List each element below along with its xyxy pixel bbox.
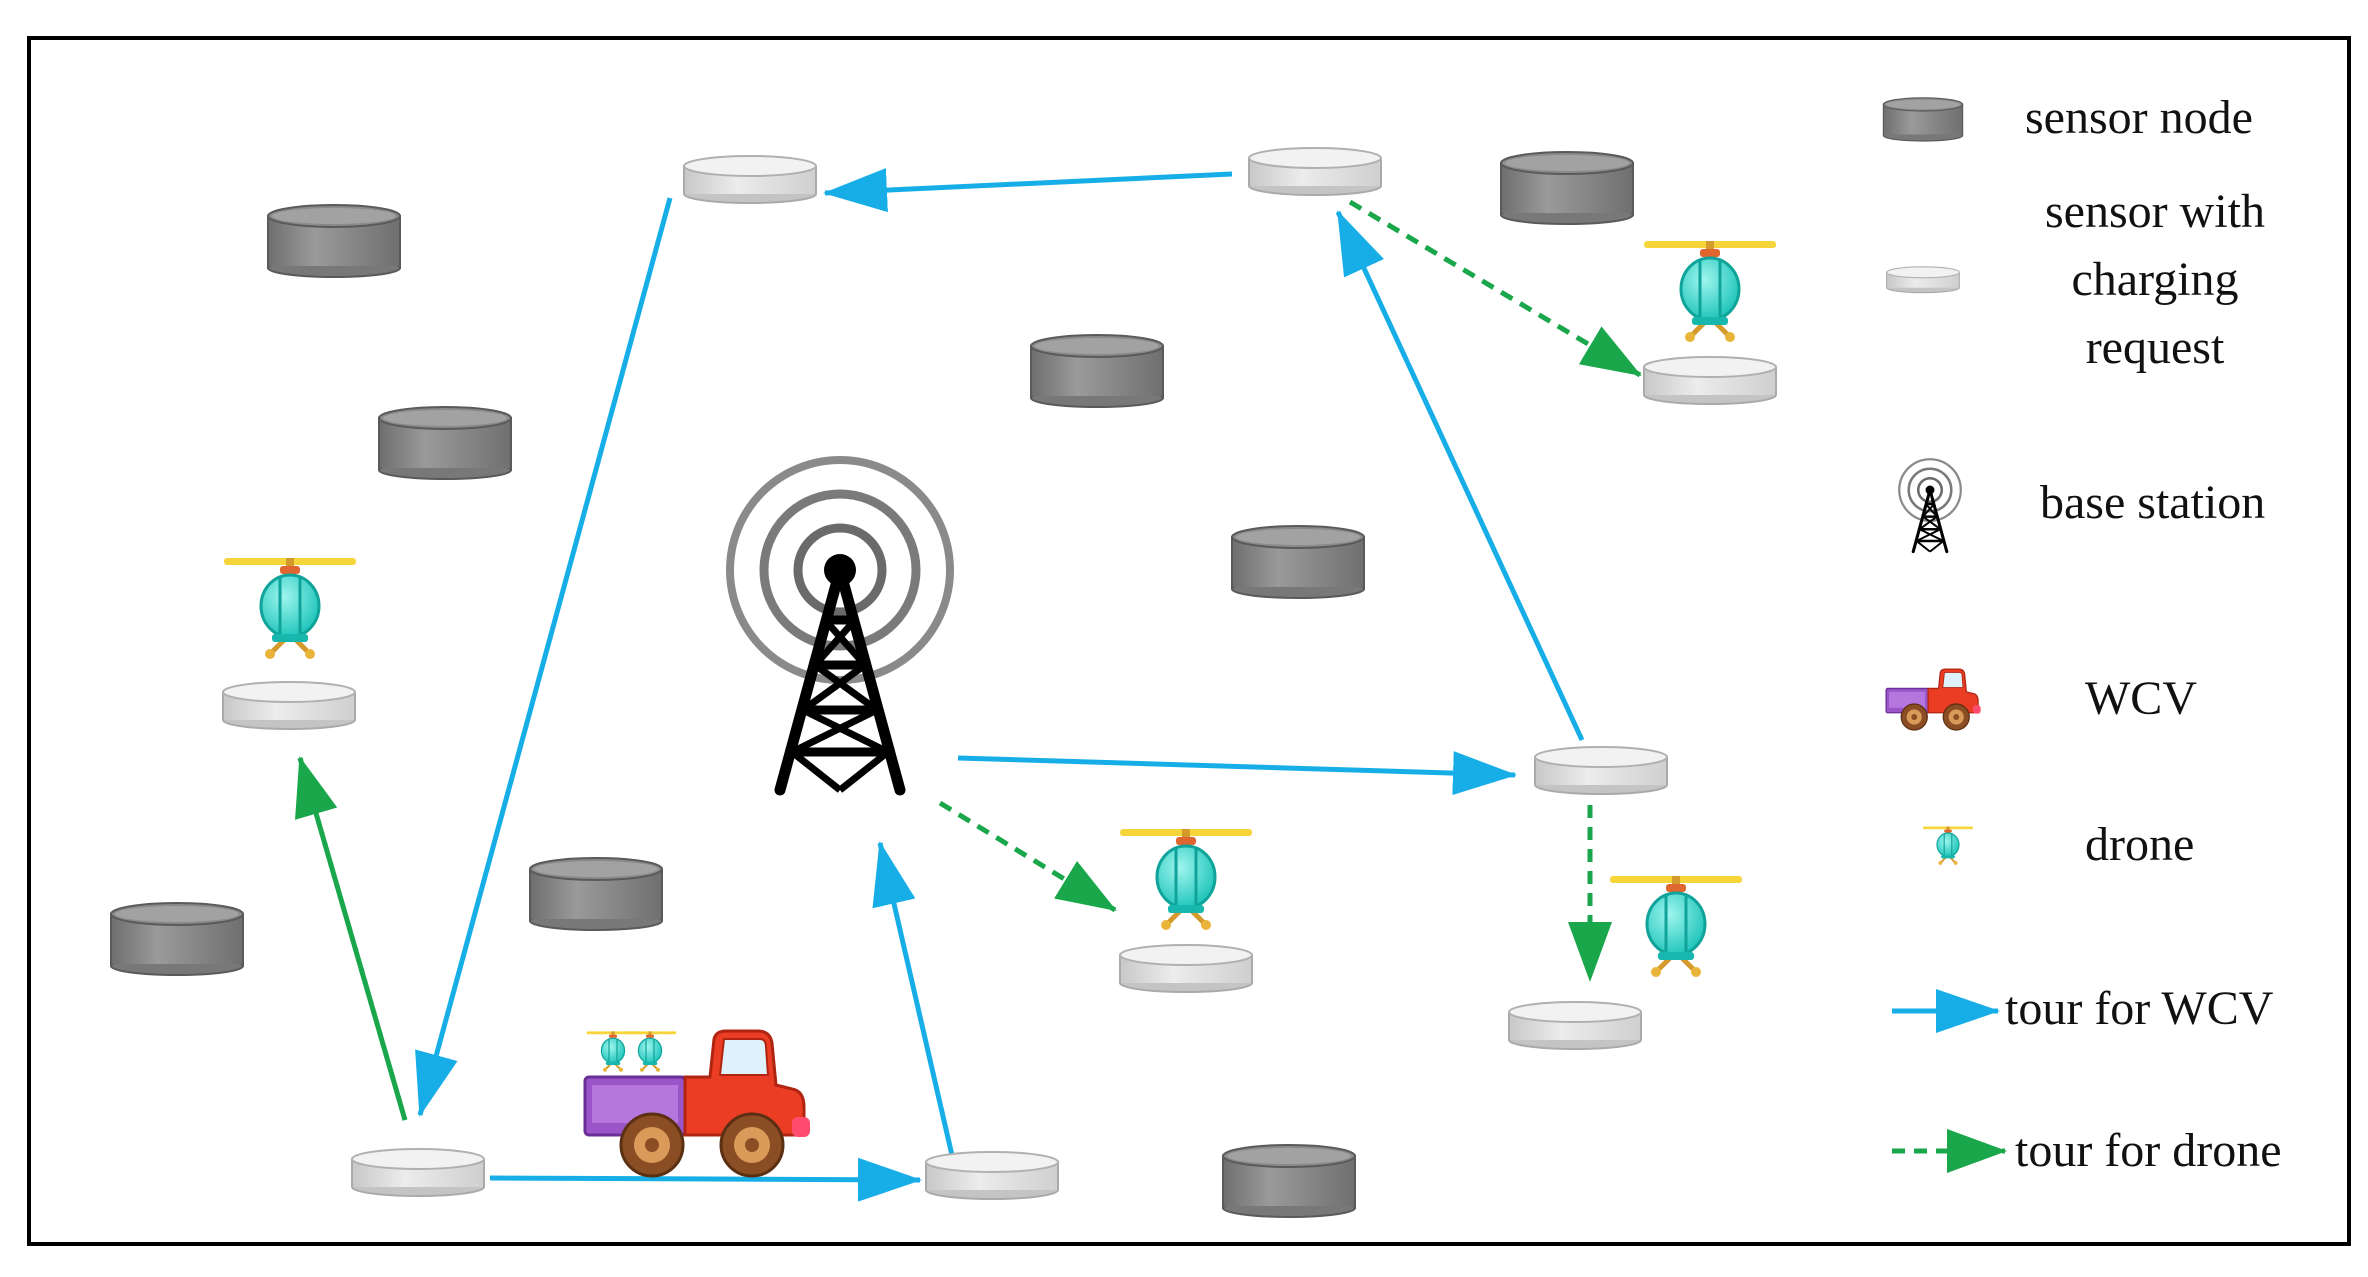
request-sensor — [925, 1151, 1059, 1200]
request-sensor — [1508, 1001, 1642, 1050]
legend: sensor node sensor with charging request… — [1882, 91, 2282, 1177]
request-sensor — [222, 681, 356, 730]
legend-tour-wcv: tour for WCV — [1892, 982, 2274, 1035]
legend-sensor-node: sensor node — [1882, 91, 2253, 144]
wcv-tour-segment — [957, 751, 1517, 796]
sensor-node — [110, 902, 244, 976]
legend-tour-drone-label: tour for drone — [2015, 1124, 2282, 1177]
wcv-tour-segment — [1335, 210, 1585, 742]
legend-sensor-request-line1: sensor with — [2045, 185, 2265, 238]
sensor-node — [1231, 525, 1365, 599]
legend-sensor-request-line2: charging — [2071, 253, 2238, 306]
sensor-node-icon — [1882, 97, 1964, 142]
legend-tour-drone: tour for drone — [1892, 1124, 2282, 1177]
legend-wcv-label: WCV — [2085, 672, 2197, 725]
sensor-node — [378, 406, 512, 480]
request-sensor — [1119, 944, 1253, 993]
legend-sensor-node-label: sensor node — [2025, 91, 2253, 144]
wcv-tour-segment — [823, 168, 1233, 213]
sensor-node — [1500, 151, 1634, 225]
legend-wcv: WCV — [1885, 668, 2197, 731]
request-sensor — [351, 1148, 485, 1197]
drone-tour-segment — [297, 757, 408, 1121]
legend-drone: drone — [1921, 818, 2194, 871]
sensor-node — [267, 204, 401, 278]
request-sensor — [1248, 147, 1382, 196]
wcv-tour-segment — [872, 841, 963, 1191]
legend-sensor-request-line3: request — [2086, 321, 2225, 374]
wcv-tour-segment — [489, 1157, 922, 1202]
request-sensor — [1643, 356, 1777, 405]
wcv-tour-segment — [415, 197, 673, 1117]
request-sensor — [683, 155, 817, 204]
legend-base-station: base station — [1897, 457, 2265, 554]
legend-drone-label: drone — [2085, 818, 2194, 871]
sensor-request-icon — [1886, 266, 1960, 294]
sensor-node — [1222, 1144, 1356, 1218]
legend-tour-wcv-label: tour for WCV — [2005, 982, 2274, 1035]
legend-sensor-request: sensor with charging request — [1886, 185, 2265, 374]
drone-tour-segment — [1348, 199, 1642, 378]
request-sensor — [1534, 746, 1668, 795]
sensor-node — [1030, 334, 1164, 408]
sensor-node — [529, 857, 663, 931]
drone-tour — [295, 199, 1642, 1121]
diagram-frame — [27, 36, 2351, 1246]
legend-base-station-label: base station — [2040, 476, 2265, 529]
drone-tour-segment — [938, 800, 1117, 913]
wcv-tour — [415, 168, 1585, 1202]
